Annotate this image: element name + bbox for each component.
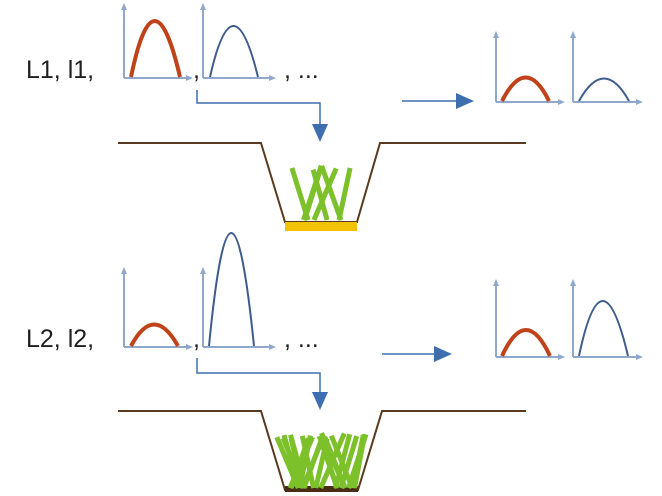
panel-top-comma: ,	[193, 56, 200, 84]
red-curve	[129, 19, 182, 78]
grass-bottom	[274, 432, 369, 490]
panel-bottom-comma: ,	[193, 325, 200, 353]
grass-blade	[311, 167, 339, 221]
yellow-base	[285, 222, 357, 231]
right-arrow-head	[434, 346, 452, 362]
blue-curve	[208, 232, 255, 347]
panel-bottom	[118, 232, 643, 492]
grass-blade	[300, 436, 326, 489]
down-arrow	[196, 358, 321, 395]
grass-blade	[274, 436, 301, 489]
down-arrow-head	[312, 124, 328, 142]
blue-curve	[209, 25, 259, 78]
plot-bottom-result-2	[570, 279, 643, 360]
plot-bottom-1	[121, 267, 193, 350]
plot-bottom-2	[200, 232, 276, 350]
right-arrow-head	[456, 93, 474, 109]
red-curve	[129, 322, 180, 347]
grass-top	[289, 164, 353, 221]
plot-top-result-1	[493, 31, 565, 105]
panel-top	[118, 3, 643, 231]
plot-top-result-2	[570, 31, 643, 105]
red-curve	[500, 328, 552, 357]
grass-blade	[302, 165, 324, 221]
plot-top-1	[121, 3, 193, 81]
soil-base	[285, 486, 358, 492]
panel-top-label: L1, l1,	[26, 56, 95, 84]
blue-curve	[578, 77, 630, 102]
grass-blade	[346, 433, 369, 489]
panel-bottom-ellipsis: , ...	[284, 325, 319, 353]
plot-bottom-result-1	[493, 279, 565, 360]
panel-bottom-label: L2, l2,	[26, 325, 95, 353]
panel-top-ellipsis: , ...	[284, 56, 319, 84]
down-arrow	[196, 90, 321, 128]
grass-blade	[316, 435, 340, 489]
grass-blade	[329, 434, 355, 489]
grass-blade	[322, 435, 348, 489]
grass-blade	[336, 167, 353, 221]
plot-top-2	[200, 3, 276, 81]
blue-curve	[578, 300, 629, 357]
red-curve	[500, 75, 551, 102]
grass-blade	[319, 165, 344, 221]
down-arrow-head	[312, 392, 328, 410]
